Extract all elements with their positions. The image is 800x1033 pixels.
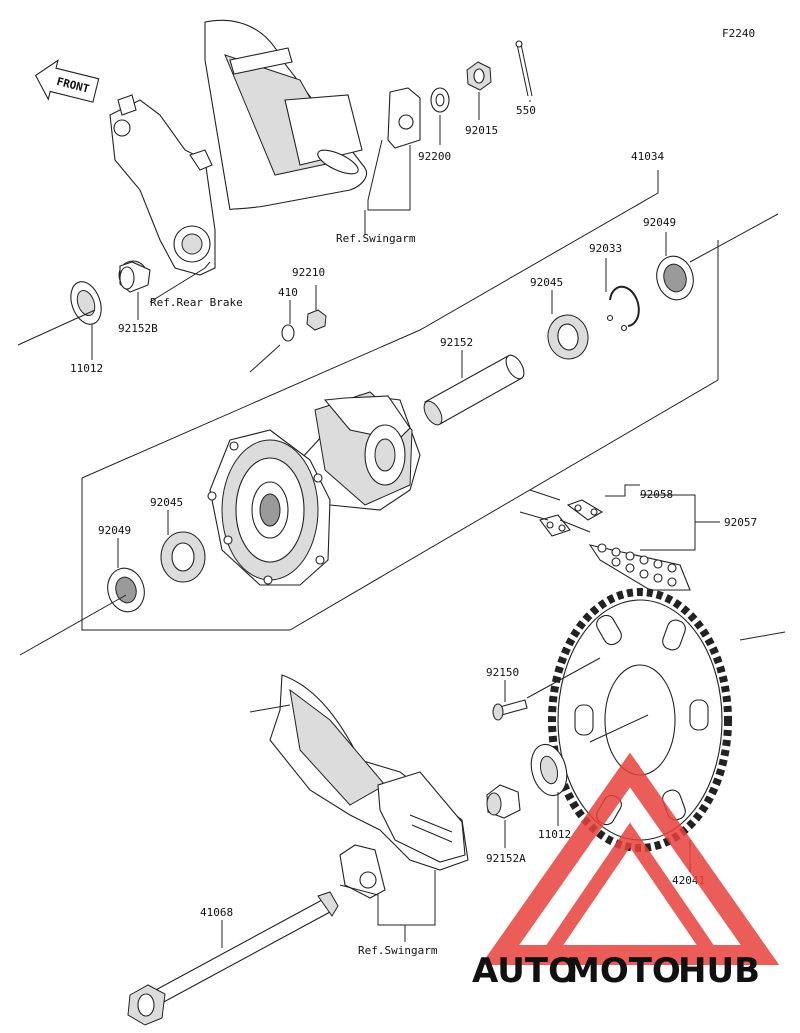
part-label-11012-bottom: 11012 [538,828,571,841]
nut-92015-drawing [466,61,492,91]
part-label-41068: 41068 [200,906,233,919]
ref-swingarm-bottom: Ref.Swingarm [358,944,438,957]
seal-11012-top-drawing [70,281,102,325]
part-label-92015: 92015 [465,124,498,137]
part-label-42041: 42041 [672,874,705,887]
part-label-92152b: 92152B [118,322,158,335]
part-label-92058: 92058 [640,488,673,501]
part-label-92152a: 92152A [486,852,526,865]
bearing-92045-left-drawing [160,531,206,583]
caliper-bracket-drawing [109,94,216,276]
chain-92057-drawing [588,543,691,591]
part-label-92152: 92152 [440,336,473,349]
part-label-11012-top: 11012 [70,362,103,375]
adjuster-plate-top [387,87,421,149]
part-label-92150: 92150 [486,666,519,679]
part-label-550: 550 [516,104,536,117]
part-label-92200: 92200 [418,150,451,163]
swingarm-top-drawing [204,19,368,211]
spacer-92152-drawing [423,354,525,426]
swingarm-bottom-drawing [249,674,469,871]
collar-92152a-drawing [486,784,521,819]
part-label-92049-right: 92049 [643,216,676,229]
part-label-92210: 92210 [292,266,325,279]
nut-92210-drawing [306,309,327,331]
part-label-92057: 92057 [724,516,757,529]
seal-92049-right-drawing [656,255,694,301]
circlip-92033-drawing [606,285,640,332]
cotter-pin-drawing [515,40,533,97]
part-label-92049-left: 92049 [98,524,131,537]
part-label-41034: 41034 [631,150,664,163]
ref-swingarm-top: Ref.Swingarm [336,232,416,245]
rear-sprocket-42041-drawing [548,588,732,852]
bolt-92150-drawing [492,699,528,721]
part-label-92033: 92033 [589,242,622,255]
figure-code: F2240 [722,27,755,40]
rear-hub-drawing [207,391,421,586]
washer-92200-drawing [430,87,450,113]
front-arrow-icon: FRONT [34,59,100,103]
axle-41068-drawing [127,891,339,1026]
part-label-92045-top: 92045 [530,276,563,289]
bearing-92045-top-drawing [547,314,589,360]
washer-410-drawing [281,324,295,342]
adjuster-plate-bottom [339,844,386,899]
master-link-92058-drawing [539,499,604,537]
part-label-92045-left: 92045 [150,496,183,509]
collar-92152b-drawing [118,260,151,293]
part-label-410: 410 [278,286,298,299]
seal-92049-left-drawing [107,567,145,613]
ref-rear-brake: Ref.Rear Brake [150,296,243,309]
